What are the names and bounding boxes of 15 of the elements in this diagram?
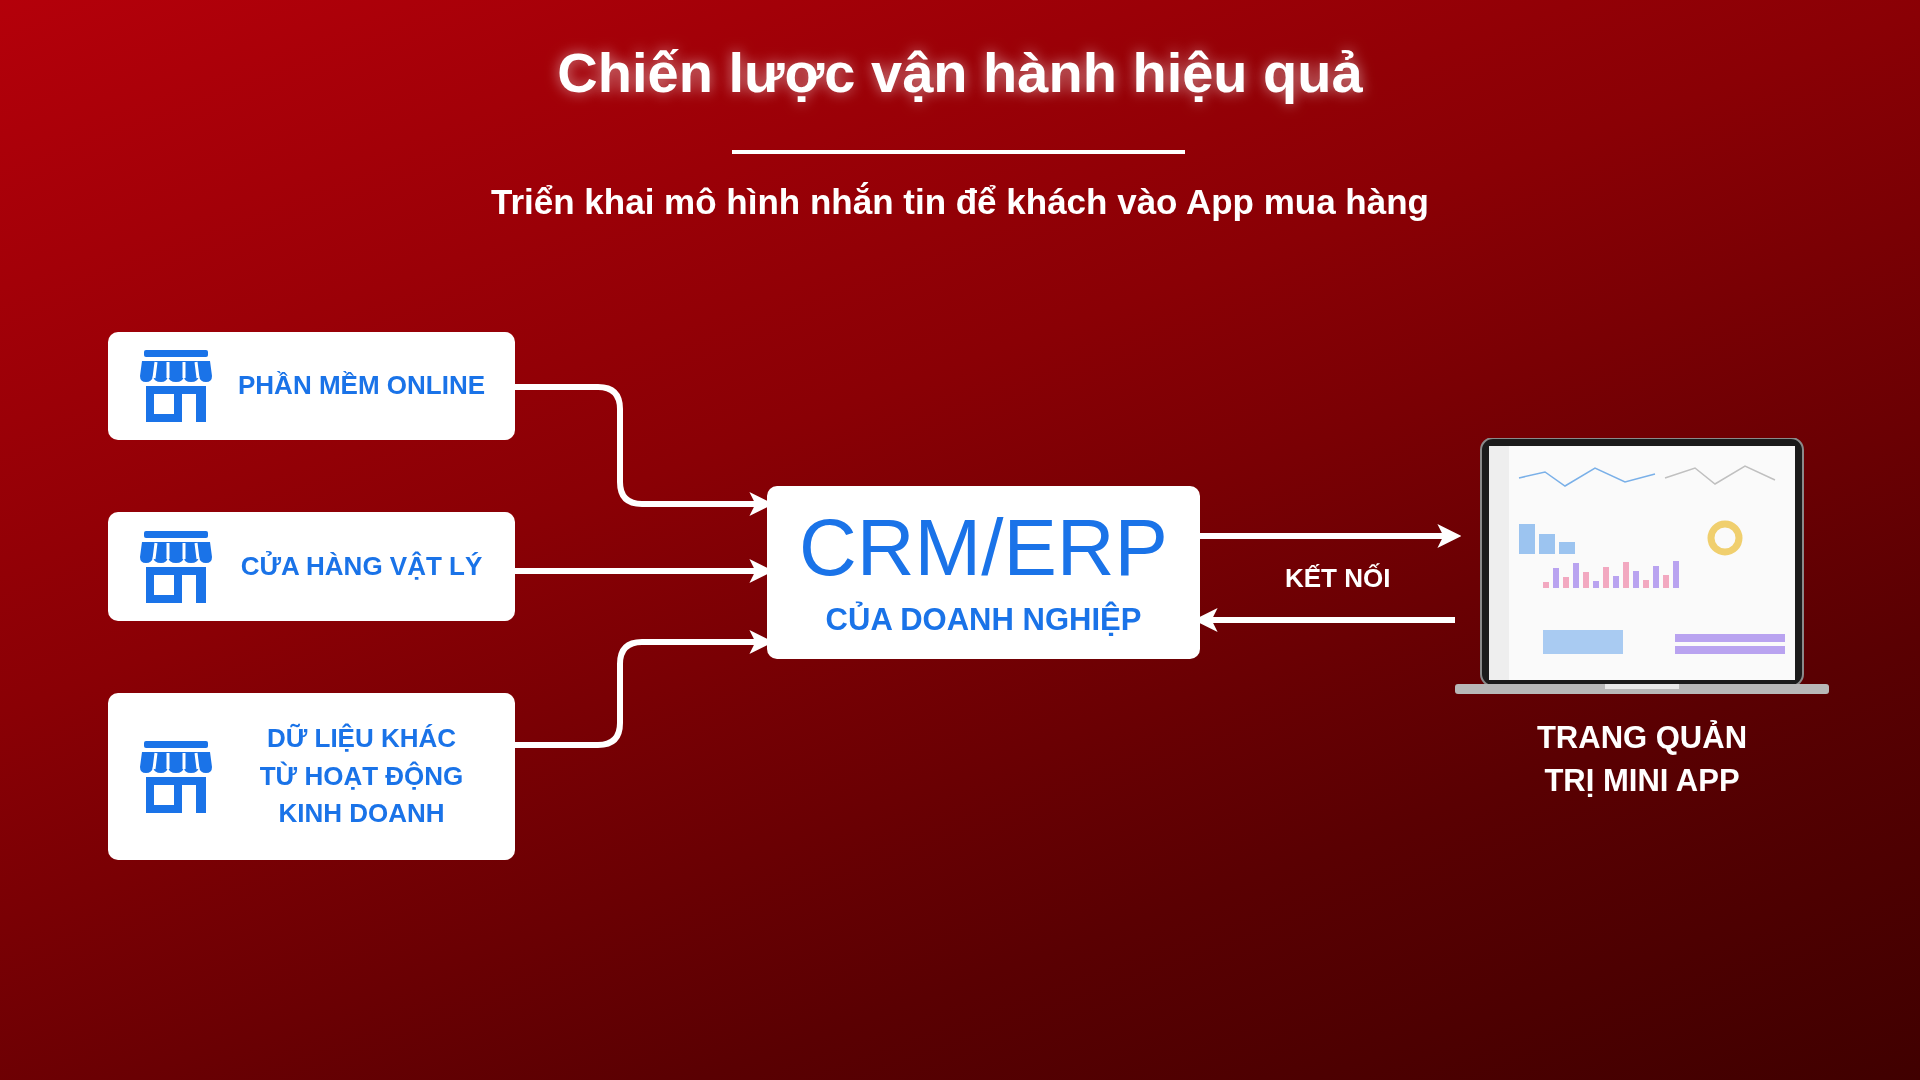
title: Chiến lược vận hành hiệu quả <box>557 40 1363 105</box>
arrow <box>1200 524 1462 548</box>
process-box <box>108 332 515 440</box>
node-caption: TRANG QUẢN TRỊ MINI APP <box>1535 719 1749 801</box>
connection-label: KẾT NỐI <box>1285 563 1391 594</box>
subtitle: Triển khai mô hình nhắn tin để khách vào App mua hàng <box>491 182 1429 222</box>
process-box <box>767 486 1200 659</box>
process-box <box>108 693 515 860</box>
node-label: CỬA HÀNG VẬT LÝ <box>239 549 484 583</box>
process-box <box>108 512 515 621</box>
node-subtitle: CỦA DOANH NGHIỆP <box>825 601 1142 638</box>
node-label: DỮ LIỆU KHÁC TỪ HOẠT ĐỘNG KINH DOANH <box>258 721 465 831</box>
node-label: PHẦN MỀM ONLINE <box>237 369 486 403</box>
node-title: CRM/ERP <box>799 507 1168 588</box>
laptop-drawing <box>1455 438 1829 696</box>
